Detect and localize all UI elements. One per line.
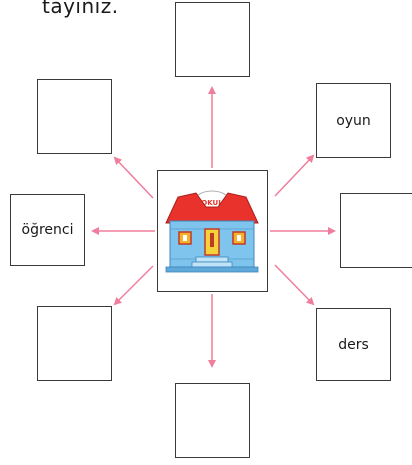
center-image-frame: OKUL <box>157 170 268 292</box>
word-box-left[interactable]: öğrenci <box>10 194 85 266</box>
school-building-icon: OKUL <box>165 190 259 273</box>
word-box-top[interactable] <box>175 2 250 77</box>
roof-sign-text: OKUL <box>201 199 223 207</box>
arrow-top-right <box>274 154 315 197</box>
word-box-top-left[interactable] <box>37 79 112 154</box>
word-box-top-right[interactable]: oyun <box>316 83 391 158</box>
word-box-bottom[interactable] <box>175 383 250 458</box>
arrow-bottom-right <box>274 264 315 306</box>
instruction-text: tayınız. <box>42 0 119 18</box>
word-box-bottom-left[interactable] <box>37 306 112 381</box>
arrow-top-left <box>113 156 154 199</box>
word-box-bottom-right[interactable]: ders <box>316 308 391 381</box>
word-box-right[interactable] <box>340 193 412 268</box>
arrow-bottom-left <box>113 265 154 306</box>
